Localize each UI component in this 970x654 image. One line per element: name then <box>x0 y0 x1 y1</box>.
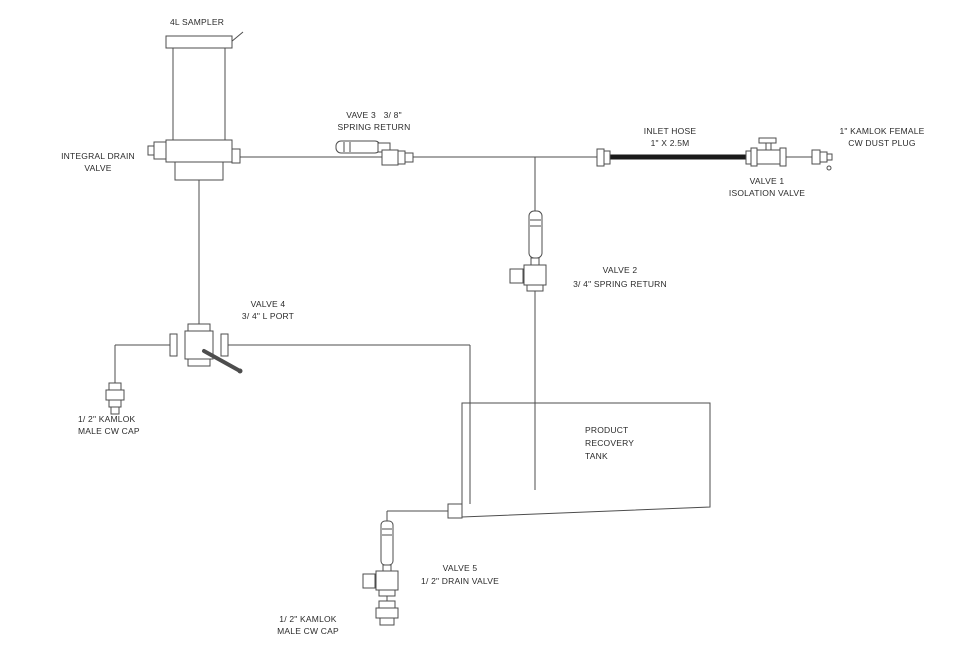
pipe-tank-drain <box>386 510 448 521</box>
sampler-outlet-fitting <box>231 148 241 164</box>
valve1-body <box>756 149 781 165</box>
inlet-hose-label-1: INLET HOSE <box>644 126 697 136</box>
kamlok-male-cap-left <box>105 382 125 415</box>
tank-label-2: RECOVERY <box>585 438 634 448</box>
cap-bottom-end <box>379 617 395 626</box>
integral-drain-valve-nub <box>147 145 155 156</box>
valve5-spring-cylinder <box>380 520 394 566</box>
valve1-left-flange <box>750 147 758 167</box>
pipe-valve4-right <box>228 344 471 504</box>
valve1-stem <box>765 142 772 151</box>
valve5-label-1: VALVE 5 <box>443 563 478 573</box>
valve5-side-port <box>362 573 376 589</box>
valve2-label-1: VALVE 2 <box>603 265 638 275</box>
sampler-label: 4L SAMPLER <box>170 17 224 27</box>
coupling-flange <box>596 148 605 167</box>
kamlok-female-dust-plug <box>811 149 833 171</box>
plug-body <box>819 151 828 163</box>
sampler-base <box>174 161 224 181</box>
valve-5-drain <box>362 520 399 597</box>
plug-tail <box>826 153 833 161</box>
kamlok-bottom-label-1: 1/ 2" KAMLOK <box>279 614 337 624</box>
kamlok-male-cap-bottom <box>375 600 399 626</box>
valve1-label-1: VALVE 1 <box>750 176 785 186</box>
valve4-label-2: 3/ 4" L PORT <box>242 311 294 321</box>
valve5-body <box>375 570 399 591</box>
coupling-body <box>603 150 611 165</box>
cap-left-body <box>105 389 125 401</box>
sampler-lid <box>165 35 233 49</box>
valve5-label-2: 1/ 2" DRAIN VALVE <box>421 576 499 586</box>
valve-3-spring-return <box>335 140 414 166</box>
valve4-top-flange <box>187 323 211 332</box>
plug-coupler <box>811 149 821 165</box>
cap-bottom-body <box>375 607 399 619</box>
tank-outline <box>461 402 711 518</box>
integral-drain-label-1: INTEGRAL DRAIN <box>61 151 135 161</box>
kamlok-left-label-1: 1/ 2" KAMLOK <box>78 414 136 424</box>
cap-bottom-top <box>378 600 396 609</box>
valve4-bottom-flange <box>187 358 211 367</box>
sampler-body <box>172 47 226 141</box>
valve-2-spring-return <box>509 210 547 292</box>
kamlok-female-label-1: 1" KAMLOK FEMALE <box>839 126 924 136</box>
valve2-spring-cylinder <box>528 210 543 259</box>
integral-drain-label-2: VALVE <box>84 163 111 173</box>
valve2-bottom-flange <box>526 284 544 292</box>
valve-4-l-port <box>169 323 243 374</box>
cap-left-top <box>108 382 122 391</box>
valve1-label-2: ISOLATION VALVE <box>729 188 805 198</box>
valve1-handle <box>758 137 777 144</box>
valve1-right-flange <box>779 147 787 167</box>
valve3-outlet <box>404 152 414 163</box>
kamlok-bottom-label-2: MALE CW CAP <box>277 626 339 636</box>
cap-left-end <box>110 406 120 415</box>
valve3-body <box>381 149 399 166</box>
valve4-right-flange <box>220 333 229 357</box>
product-recovery-tank <box>447 402 711 519</box>
cap-left-neck <box>108 399 122 408</box>
valve2-side-port <box>509 268 524 284</box>
valve2-label-2: 3/ 4" SPRING RETURN <box>573 279 667 289</box>
valve4-label-1: VALVE 4 <box>251 299 286 309</box>
valve5-stem <box>382 564 392 572</box>
valve2-stem <box>530 257 540 266</box>
tank-label-1: PRODUCT <box>585 425 628 435</box>
pipe-valve4-left <box>114 344 170 383</box>
kamlok-female-label-2: CW DUST PLUG <box>848 138 915 148</box>
sampler-handle <box>230 31 244 43</box>
valve-1-isolation <box>750 137 787 167</box>
labels: 4L SAMPLER INTEGRAL DRAIN VALVE VAVE 3 3… <box>61 17 924 636</box>
valve3-label-2: SPRING RETURN <box>338 122 411 132</box>
tank-label-3: TANK <box>585 451 608 461</box>
sampler-flange <box>165 139 233 163</box>
pipes <box>114 154 812 601</box>
valve3-label-1: VAVE 3 3/ 8" <box>346 110 402 120</box>
valve3-spring-cylinder <box>335 140 381 154</box>
valve3-flange <box>397 150 406 165</box>
inlet-hose-label-2: 1" X 2.5M <box>651 138 690 148</box>
tank-drain-fitting <box>447 503 463 519</box>
valve4-handle-tip <box>237 368 243 374</box>
plug-chain-link <box>826 165 832 171</box>
valve5-bottom-flange <box>378 589 396 597</box>
valve4-lever-handle <box>202 349 242 373</box>
integral-drain-valve-fitting <box>153 141 167 160</box>
sampler-vessel <box>147 31 244 181</box>
valve4-left-flange <box>169 333 178 357</box>
valve2-body <box>523 264 547 286</box>
kamlok-left-label-2: MALE CW CAP <box>78 426 140 436</box>
